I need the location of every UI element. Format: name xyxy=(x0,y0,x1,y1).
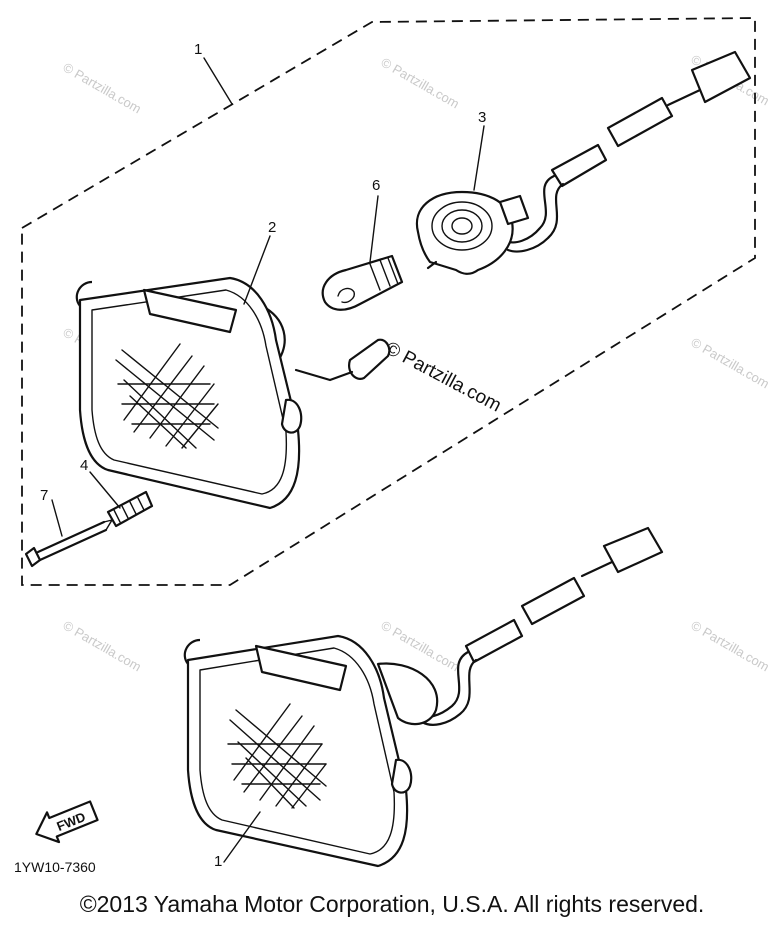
copyright-notice: ©2013 Yamaha Motor Corporation, U.S.A. A… xyxy=(79,891,705,917)
callout-3: 3 xyxy=(478,109,486,126)
assembly-boundary xyxy=(21,17,756,586)
forward-arrow-icon: FWD xyxy=(35,800,99,844)
wire-harness-upper xyxy=(502,50,752,253)
callout-1-lower: 1 xyxy=(214,853,222,870)
watermark: © Partzilla.com xyxy=(61,618,144,675)
wire-harness-lower xyxy=(416,526,664,726)
watermark-center: © Partzilla.com xyxy=(382,338,505,417)
callout-labels: 1 2 3 4 6 7 1 xyxy=(40,41,486,870)
screw-part-7 xyxy=(24,519,113,568)
callout-1: 1 xyxy=(194,41,202,58)
lamp-housing-lower xyxy=(183,634,439,868)
diagram-canvas: © Partzilla.com © Partzilla.com © Partzi… xyxy=(14,17,772,875)
bulb-part-6 xyxy=(321,254,404,311)
lamp-housing-upper xyxy=(75,276,303,510)
callout-2: 2 xyxy=(268,219,276,236)
socket-part-3 xyxy=(415,190,530,275)
watermark: © Partzilla.com xyxy=(689,618,772,675)
watermark: © Partzilla.com xyxy=(61,60,144,117)
callout-7: 7 xyxy=(40,487,48,504)
spring-part-4 xyxy=(106,490,154,528)
watermark: © Partzilla.com xyxy=(689,335,772,392)
small-bulb xyxy=(294,338,391,382)
drawing-code: 1YW10-7360 xyxy=(14,859,96,875)
watermark: © Partzilla.com xyxy=(379,55,462,112)
leader-lines xyxy=(51,57,485,863)
callout-4: 4 xyxy=(80,457,88,474)
callout-6: 6 xyxy=(372,177,380,194)
